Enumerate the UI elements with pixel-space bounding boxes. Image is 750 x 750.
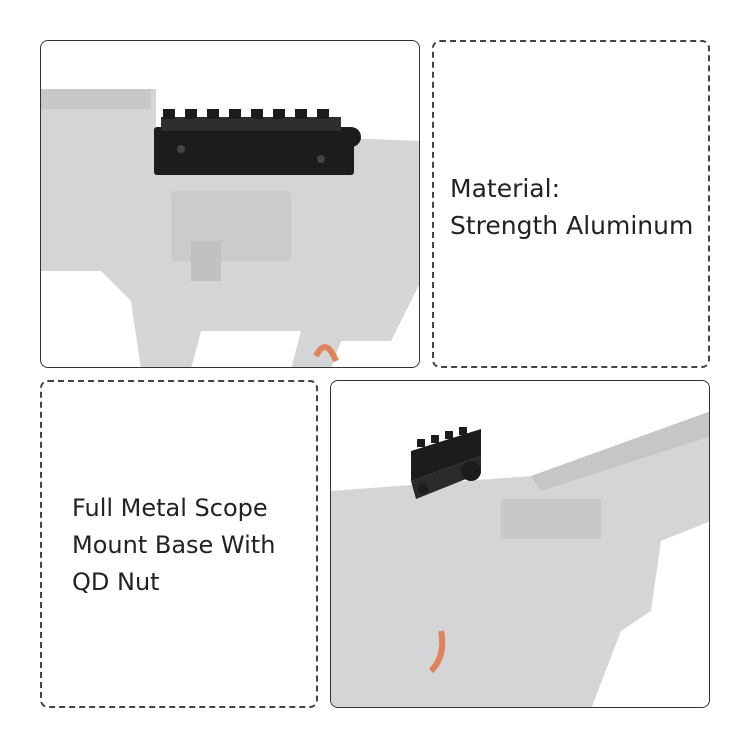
description-line: QD Nut bbox=[72, 568, 160, 596]
material-value: Strength Aluminum bbox=[450, 211, 694, 240]
description-text: Full Metal Scope Mount Base With QD Nut bbox=[72, 490, 275, 601]
rifle-with-rail-image bbox=[41, 89, 419, 367]
product-photo-angled-view bbox=[330, 380, 710, 708]
description-line: Full Metal Scope bbox=[72, 494, 268, 522]
rifle-with-rail-image bbox=[331, 411, 709, 707]
material-info-card: Material: Strength Aluminum bbox=[432, 40, 710, 368]
product-photo-side-view bbox=[40, 40, 420, 368]
material-text: Material: Strength Aluminum bbox=[450, 170, 693, 244]
description-info-card: Full Metal Scope Mount Base With QD Nut bbox=[40, 380, 318, 708]
description-line: Mount Base With bbox=[72, 531, 276, 559]
material-label: Material: bbox=[450, 174, 560, 203]
